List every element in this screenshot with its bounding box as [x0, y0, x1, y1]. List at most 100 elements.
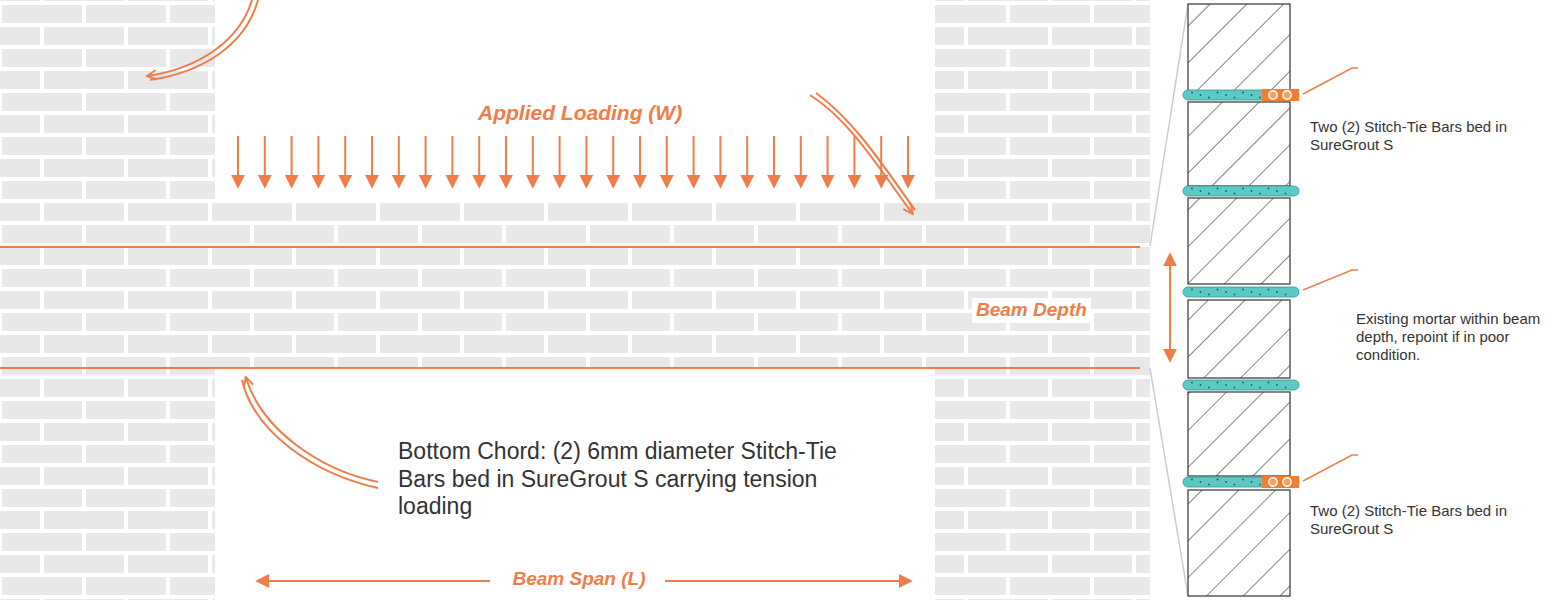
mortar-joint [1183, 90, 1299, 100]
suregrout-bed [1262, 476, 1299, 488]
grout-dot [1251, 190, 1253, 192]
load-arrow [371, 136, 373, 186]
grout-dot [1285, 387, 1287, 389]
dimension-label: Beam Depth [972, 298, 1091, 323]
load-arrow [666, 136, 668, 186]
projection-line [1150, 4, 1188, 246]
load-arrow [907, 136, 909, 186]
wall-section [1183, 4, 1299, 596]
load-arrow [880, 136, 882, 186]
mortar-joint [1183, 186, 1299, 196]
grout-dot [1208, 387, 1210, 389]
stitch-tie-bar [1283, 91, 1291, 99]
load-arrow [827, 136, 829, 186]
grout-dot [1234, 97, 1236, 99]
masonry-unit [1188, 198, 1290, 284]
load-arrow [746, 136, 748, 186]
dimension-arrow [258, 580, 490, 582]
grout-dot [1234, 193, 1236, 195]
load-arrow [425, 136, 427, 186]
load-arrow [451, 136, 453, 186]
suregrout-bed [1262, 89, 1299, 101]
load-arrow [719, 136, 721, 186]
grout-dot [1234, 484, 1236, 486]
load-arrow [505, 136, 507, 186]
grout-dot [1242, 479, 1244, 481]
grout-dot [1200, 190, 1202, 192]
stitch-tie-bar [1283, 478, 1291, 486]
grout-dot [1225, 94, 1227, 96]
load-arrow [398, 136, 400, 186]
grout-dot [1242, 289, 1244, 291]
grout-dot [1276, 190, 1278, 192]
grout-dot [1251, 481, 1253, 483]
curved-arrows [148, 0, 915, 488]
projection-line [1150, 368, 1188, 596]
grout-dot [1225, 384, 1227, 386]
grout-dot [1276, 291, 1278, 293]
brick-beam [0, 200, 1150, 368]
load-arrow [585, 136, 587, 186]
grout-dot [1191, 188, 1193, 190]
grout-dot [1234, 294, 1236, 296]
mortar-joint [1183, 380, 1299, 390]
grout-dot [1200, 291, 1202, 293]
load-arrow [639, 136, 641, 186]
grout-dot [1208, 294, 1210, 296]
load-arrow [800, 136, 802, 186]
grout-dot [1242, 92, 1244, 94]
dimension-label: Beam Span (L) [495, 568, 663, 591]
grout-dot [1251, 384, 1253, 386]
grout-dot [1259, 294, 1261, 296]
callout-note: Existing mortar within beam depth, repoi… [1356, 310, 1556, 364]
grout-dot [1285, 193, 1287, 195]
load-arrow [612, 136, 614, 186]
beam-top-line [0, 246, 1140, 248]
grout-dot [1251, 94, 1253, 96]
grout-dot [1242, 382, 1244, 384]
stitch-tie-bar [1269, 478, 1277, 486]
load-arrow [773, 136, 775, 186]
load-arrow [532, 136, 534, 186]
grout-dot [1208, 193, 1210, 195]
grout-dot [1225, 190, 1227, 192]
grout-dot [1191, 92, 1193, 94]
grout-dot [1268, 289, 1270, 291]
grout-dot [1200, 94, 1202, 96]
grout-dot [1191, 479, 1193, 481]
bottom-chord-note: Bottom Chord: (2) 6mm diameter Stitch-Ti… [398, 438, 838, 521]
load-arrow [853, 136, 855, 186]
load-arrows [238, 136, 908, 186]
grout-dot [1217, 479, 1219, 481]
grout-dot [1242, 188, 1244, 190]
grout-dot [1217, 289, 1219, 291]
dimension-arrow [665, 580, 910, 582]
grout-dot [1225, 481, 1227, 483]
masonry-unit [1188, 490, 1290, 596]
grout-dot [1217, 92, 1219, 94]
load-label: Applied Loading (W) [478, 100, 798, 125]
grout-dot [1259, 484, 1261, 486]
grout-dot [1251, 291, 1253, 293]
load-arrow [237, 136, 239, 186]
brick-wall [0, 368, 215, 600]
grout-dot [1268, 382, 1270, 384]
stitch-tie-bar [1269, 91, 1277, 99]
grout-dot [1217, 382, 1219, 384]
grout-dot [1268, 188, 1270, 190]
callout-note: Two (2) Stitch-Tie Bars bed in SureGrout… [1310, 118, 1510, 154]
callout-note: Two (2) Stitch-Tie Bars bed in SureGrout… [1310, 502, 1510, 538]
grout-dot [1276, 384, 1278, 386]
grout-dot [1234, 387, 1236, 389]
dimension-arrow [1169, 255, 1171, 360]
load-arrow [317, 136, 319, 186]
beam-bottom-line [0, 367, 1140, 369]
masonry-unit [1188, 102, 1290, 186]
brick-wall [935, 368, 1150, 600]
grout-dot [1259, 387, 1261, 389]
grout-dot [1285, 294, 1287, 296]
load-arrow [478, 136, 480, 186]
grout-dot [1259, 193, 1261, 195]
masonry-unit [1188, 392, 1290, 476]
grout-dot [1259, 97, 1261, 99]
